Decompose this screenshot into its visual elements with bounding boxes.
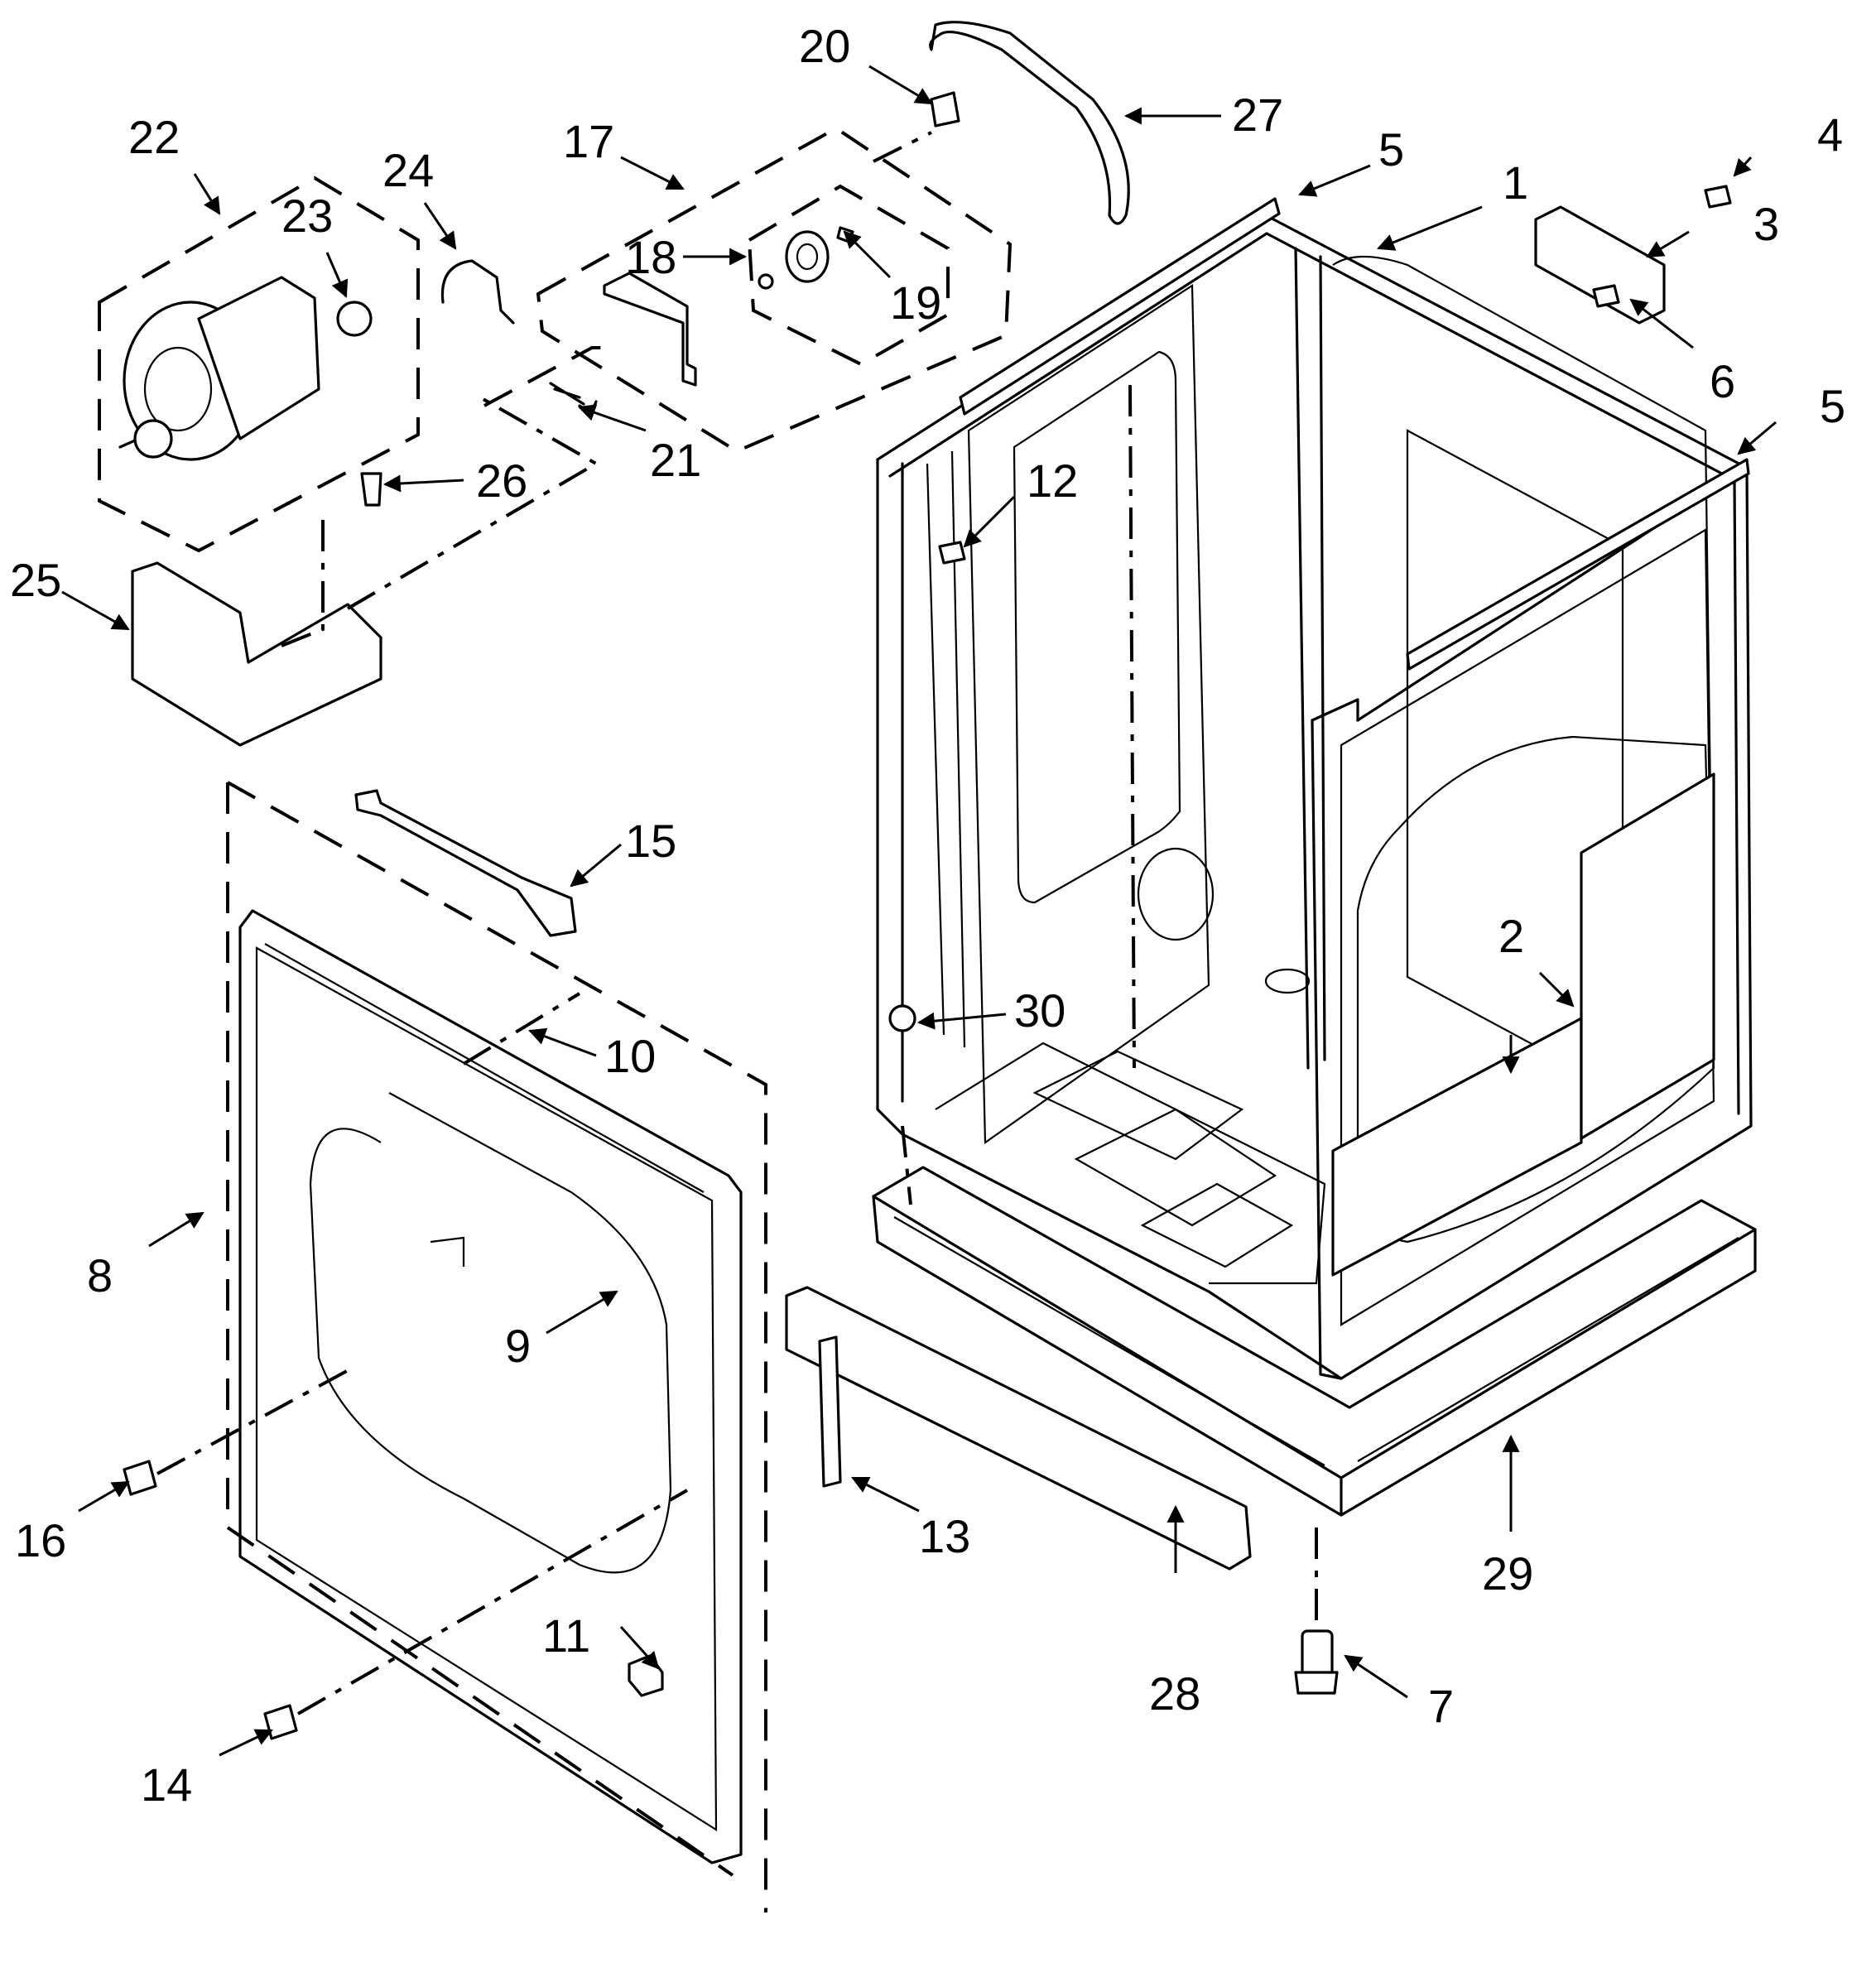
callout-15: 15 xyxy=(625,815,676,867)
callout-9: 9 xyxy=(505,1320,531,1372)
callout-25: 25 xyxy=(10,554,61,606)
drive-motor-part xyxy=(118,276,320,461)
front-screw-lower-part xyxy=(263,1704,298,1740)
panel-screw-part xyxy=(938,541,966,565)
leader-arrows xyxy=(61,65,1777,1757)
access-cover-part xyxy=(1534,205,1666,325)
callout-30: 30 xyxy=(1014,984,1065,1037)
wire-harness-part xyxy=(354,789,577,937)
door-strike-part xyxy=(818,1335,842,1488)
callout-27: 27 xyxy=(1232,89,1283,141)
base-part xyxy=(872,1166,1757,1517)
motor-screw-part xyxy=(360,472,382,507)
callout-19: 19 xyxy=(890,277,941,329)
callout-7: 7 xyxy=(1428,1680,1454,1732)
cabinet-screw-part xyxy=(1592,284,1620,308)
callout-26: 26 xyxy=(476,455,527,507)
motor-mount-part xyxy=(131,561,382,747)
callout-16: 16 xyxy=(15,1514,66,1566)
callout-2: 2 xyxy=(1498,910,1524,962)
clip-part xyxy=(888,1004,916,1032)
front-screw-upper-part xyxy=(123,1460,157,1496)
callout-4: 4 xyxy=(1817,108,1843,161)
callout-6: 6 xyxy=(1710,355,1735,407)
callout-24: 24 xyxy=(382,144,434,196)
belt-screw-part xyxy=(930,91,960,127)
button-part xyxy=(628,1654,664,1697)
callout-labels: 1 2 3 4 5 5 6 7 8 9 10 11 12 13 14 15 16… xyxy=(10,20,1845,1811)
callout-5b: 5 xyxy=(1820,380,1845,432)
callout-5a: 5 xyxy=(1378,123,1404,176)
callout-22: 22 xyxy=(128,111,180,163)
drive-belt-part xyxy=(929,21,1130,225)
callout-1: 1 xyxy=(1503,156,1528,209)
motor-clamp-part xyxy=(440,259,515,325)
callout-11: 11 xyxy=(542,1609,590,1662)
motor-pulley-part xyxy=(336,301,373,337)
callout-28: 28 xyxy=(1149,1667,1200,1720)
callout-23: 23 xyxy=(281,190,333,242)
callout-21: 21 xyxy=(650,434,701,486)
callout-3: 3 xyxy=(1753,198,1779,250)
callout-8: 8 xyxy=(87,1249,113,1301)
callout-17: 17 xyxy=(563,115,614,167)
callout-29: 29 xyxy=(1482,1547,1533,1600)
front-panel-part xyxy=(226,781,767,1912)
idler-spring-part xyxy=(549,382,598,411)
cabinet-part xyxy=(876,197,1753,1380)
leveling-leg-part xyxy=(1294,1528,1339,1695)
cover-screw-part xyxy=(1704,185,1732,209)
callout-10: 10 xyxy=(604,1030,656,1082)
motor-group-boundary xyxy=(98,176,420,553)
toe-kick-part xyxy=(785,1286,1252,1571)
idler-bracket-part xyxy=(603,226,854,387)
callout-14: 14 xyxy=(141,1758,192,1811)
callout-18: 18 xyxy=(625,231,676,283)
idler-group-boundary xyxy=(536,126,1013,454)
label-plate-part xyxy=(1331,1017,1583,1277)
callout-12: 12 xyxy=(1027,455,1078,507)
callout-13: 13 xyxy=(919,1510,970,1562)
callout-20: 20 xyxy=(799,20,850,72)
